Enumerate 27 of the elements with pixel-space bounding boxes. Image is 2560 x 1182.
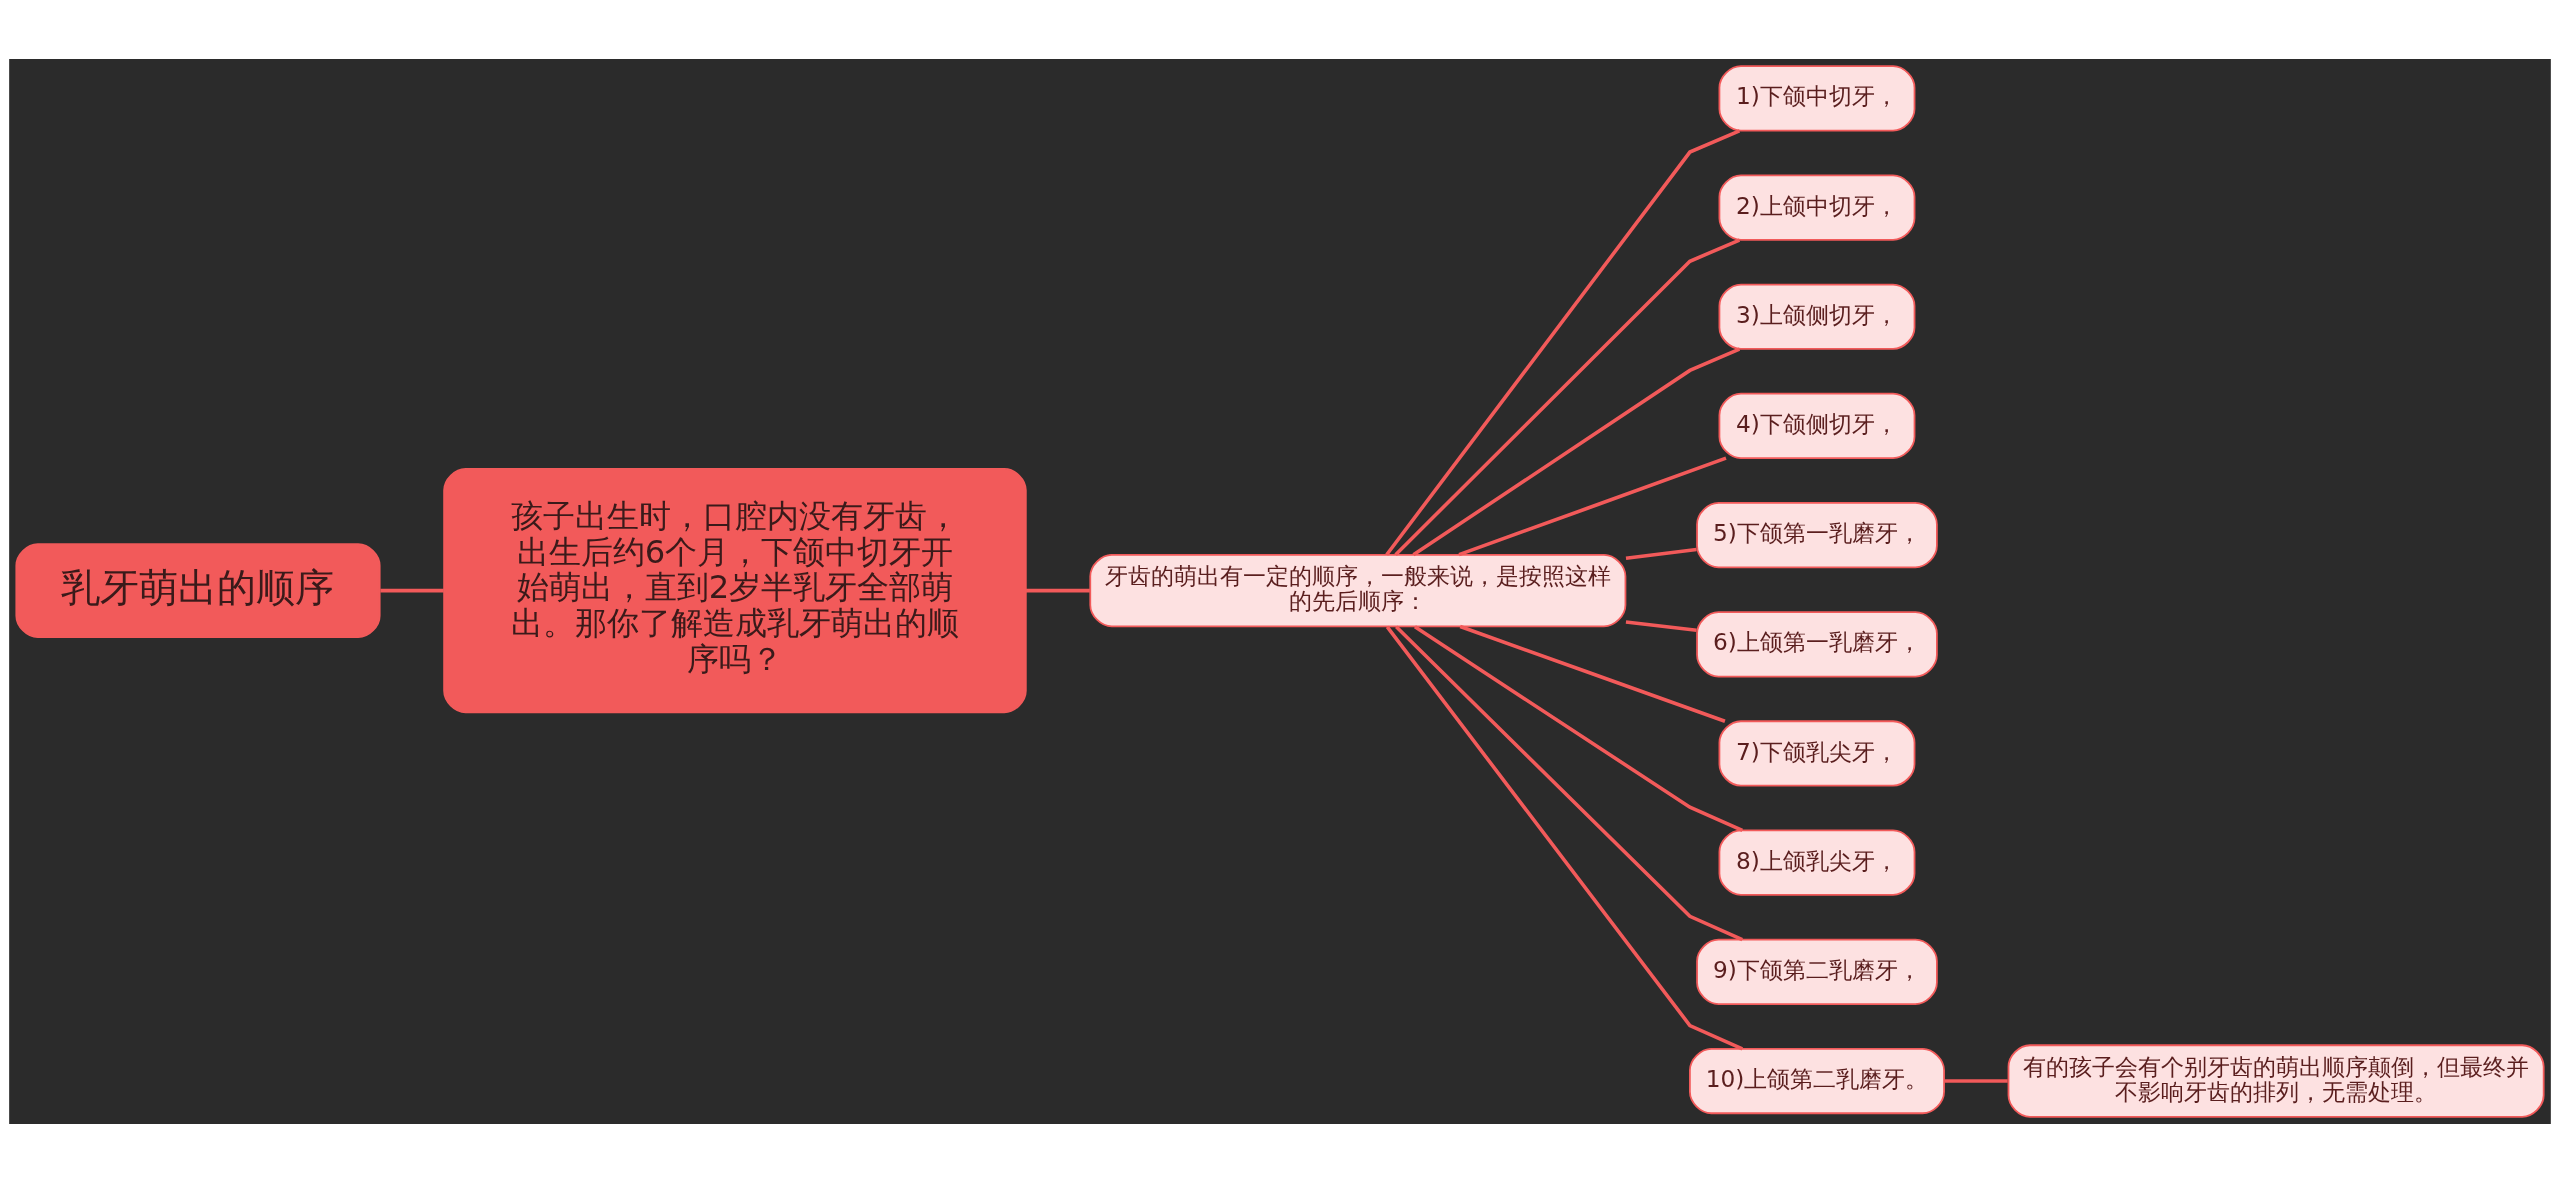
connector [1394, 237, 1741, 556]
connector [1625, 547, 1697, 560]
node-box: 9)下颌第二乳磨牙， [1696, 938, 1938, 1005]
node-box: 7)下颌乳尖牙， [1718, 719, 1916, 787]
node-box: 3)上颌侧切牙， [1718, 283, 1916, 350]
connector [1459, 624, 1726, 723]
node-box: 2)上颌中切牙， [1718, 173, 1916, 241]
connector [1395, 624, 1744, 941]
connector [1385, 625, 1744, 1050]
node-box: 1)下颌中切牙， [1718, 64, 1916, 131]
connector [1385, 128, 1741, 556]
connector [1625, 619, 1697, 632]
connector [1413, 624, 1744, 832]
connector [1412, 347, 1741, 556]
connector [1944, 1078, 2008, 1083]
node-box: 孩子出生时，口腔内没有牙齿，出生后约6个月，下颌中切牙开始萌出，直到2岁半乳牙全部萌出。那你了解造成乳牙萌出的顺序吗？ [443, 467, 1027, 713]
node-box: 4)下颌侧切牙， [1718, 392, 1916, 459]
connector [380, 588, 444, 592]
connector [1458, 456, 1727, 556]
node-box: 乳牙萌出的顺序 [15, 542, 381, 638]
node-box: 8)上颌乳尖牙， [1718, 829, 1916, 896]
connector [1026, 588, 1090, 592]
node-box: 6)上颌第一乳磨牙， [1696, 610, 1938, 677]
node-box: 有的孩子会有个别牙齿的萌出顺序颠倒，但最终并不影响牙齿的排列，无需处理。 [2007, 1043, 2545, 1118]
node-box: 牙齿的萌出有一定的顺序，一般来说，是按照这样的先后顺序： [1089, 553, 1627, 627]
node-box: 5)下颌第一乳磨牙， [1696, 501, 1938, 568]
node-box: 10)上颌第二乳磨牙。 [1689, 1047, 1945, 1114]
